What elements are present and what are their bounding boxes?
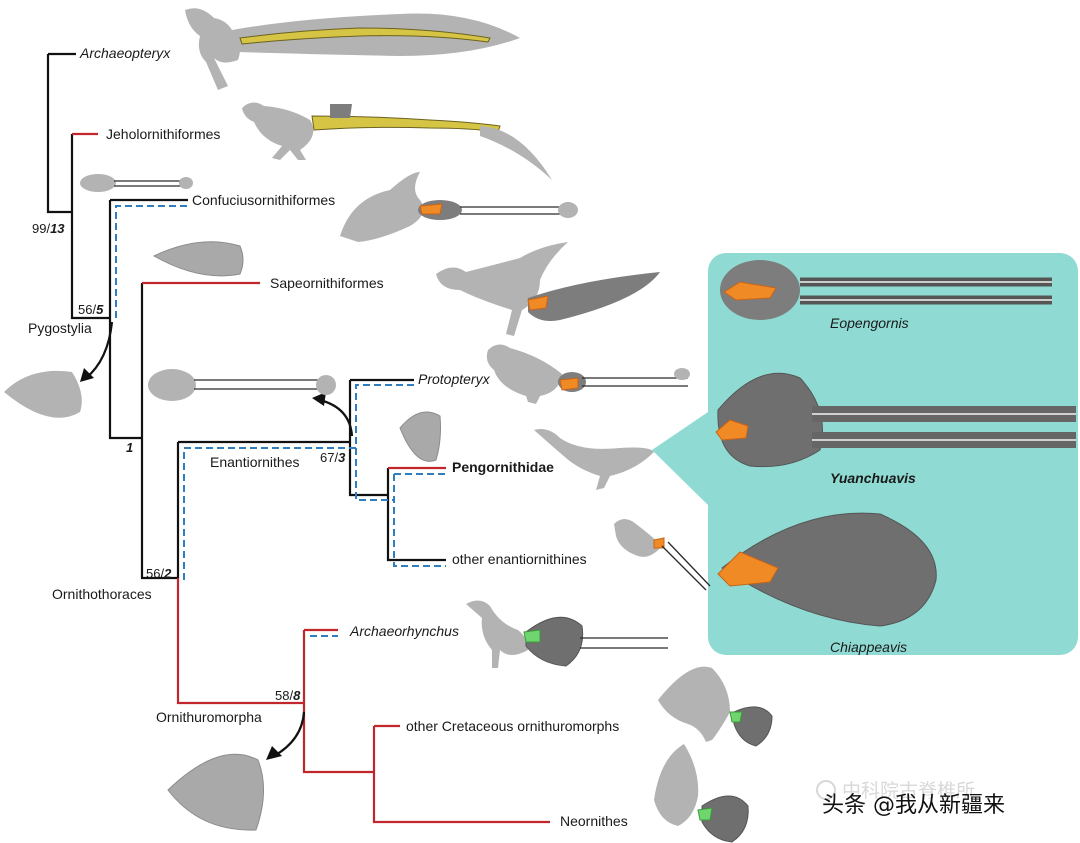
confuciusornis-tail-icon bbox=[80, 174, 193, 192]
label-eopengornis: Eopengornis bbox=[830, 315, 909, 331]
label-other-enantiornithines: other enantiornithines bbox=[452, 551, 587, 567]
watermark-logo-icon bbox=[816, 780, 836, 800]
ornithuromorph-tail-icon bbox=[167, 753, 265, 831]
clade-labels: Archaeopteryx Jeholornithiformes Confuci… bbox=[79, 45, 628, 829]
node-support-2: 56/5 bbox=[78, 302, 104, 317]
inset-pointer bbox=[652, 412, 708, 505]
label-yuanchuavis: Yuanchuavis bbox=[830, 470, 916, 486]
group-labels: Pygostylia Enantiornithes Ornithothorace… bbox=[28, 320, 300, 725]
watermark-faint-text: 中科院古脊椎所 bbox=[842, 780, 975, 802]
label-archaeorhynchus: Archaeorhynchus bbox=[349, 623, 459, 639]
enantiornithine-tail-icon bbox=[399, 411, 441, 462]
neornithes-silhouette bbox=[654, 744, 749, 843]
arrows bbox=[80, 321, 354, 760]
tree-branches-black bbox=[46, 52, 446, 580]
label-other-cretaceous-ornithuromorphs: other Cretaceous ornithuromorphs bbox=[406, 718, 619, 734]
sapeornis-silhouette bbox=[436, 242, 660, 336]
node-support-values: 99/13 56/5 1 56/2 67/3 58/8 bbox=[32, 221, 346, 703]
label-pygostylia: Pygostylia bbox=[28, 320, 92, 336]
node-support-4: 56/2 bbox=[146, 566, 172, 581]
sapeornis-tail-icon bbox=[152, 241, 244, 277]
confuciusornis-silhouette bbox=[340, 172, 578, 242]
other-enantiornithine-silhouette bbox=[614, 519, 711, 591]
node-support-6: 58/8 bbox=[275, 688, 301, 703]
label-ornithuromorpha: Ornithuromorpha bbox=[156, 709, 262, 725]
label-ornithothoraces: Ornithothoraces bbox=[52, 586, 152, 602]
ornithuromorph-silhouette bbox=[658, 666, 773, 747]
inset-labels: Eopengornis Yuanchuavis Chiappeavis bbox=[830, 315, 916, 655]
chiappeavis-figure bbox=[717, 512, 937, 627]
pygostyle-dashed-paths bbox=[115, 205, 446, 637]
label-neornithes: Neornithes bbox=[560, 813, 628, 829]
tree-branches-red bbox=[72, 132, 550, 824]
label-sapeornithiformes: Sapeornithiformes bbox=[270, 275, 384, 291]
pygostylia-tail-icon bbox=[4, 370, 82, 418]
label-archaeopteryx: Archaeopteryx bbox=[79, 45, 171, 61]
node-support-1: 99/13 bbox=[32, 221, 65, 236]
watermark-text: 头条 @我从新疆来 bbox=[822, 793, 1005, 818]
label-jeholornithiformes: Jeholornithiformes bbox=[106, 126, 220, 142]
label-pengornithidae: Pengornithidae bbox=[452, 459, 554, 475]
protopteryx-tail-icon bbox=[148, 369, 336, 401]
archaeopteryx-silhouette bbox=[185, 8, 520, 91]
pengornithid-silhouette bbox=[534, 429, 654, 490]
label-chiappeavis: Chiappeavis bbox=[830, 639, 907, 655]
label-enantiornithes: Enantiornithes bbox=[210, 454, 300, 470]
yuanchuavis-figure bbox=[715, 372, 1076, 468]
jeholornis-silhouette bbox=[242, 102, 552, 180]
watermark: 中科院古脊椎所 头条 @我从新疆来 bbox=[816, 780, 1005, 818]
node-support-3: 1 bbox=[126, 440, 133, 455]
eopengornis-figure bbox=[720, 260, 1052, 320]
label-confuciusornithiformes: Confuciusornithiformes bbox=[192, 192, 335, 208]
archaeorhynchus-silhouette bbox=[466, 600, 668, 668]
label-protopteryx: Protopteryx bbox=[418, 371, 491, 387]
protopteryx-silhouette bbox=[486, 344, 690, 404]
node-support-5: 67/3 bbox=[320, 450, 346, 465]
